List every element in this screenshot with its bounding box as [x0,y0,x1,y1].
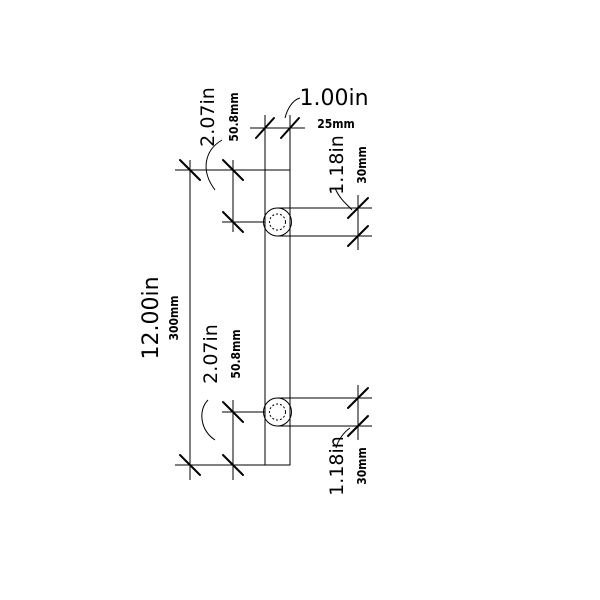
overall-length-dimension: 12.00in 300mm [139,159,265,480]
top-post-diameter-dimension: 1.18in 30mm [278,135,372,250]
width-imperial-label: 1.00in [299,86,368,111]
overall-length-metric-label: 300mm [167,295,181,340]
bottom-post-diameter-dimension: 1.18in 30mm [278,385,372,496]
bottom-post-diameter-metric-label: 30mm [355,447,369,485]
top-mounting-post [263,207,292,237]
overall-length-imperial-label: 12.00in [139,276,164,359]
bottom-mounting-post [263,397,292,427]
top-offset-imperial-label: 2.07in [197,87,219,147]
top-post-diameter-metric-label: 30mm [355,146,369,184]
bottom-post-diameter-imperial-label: 1.18in [326,436,348,496]
bottom-offset-dimension: 2.07in 50.8mm [200,324,265,480]
top-post-diameter-imperial-label: 1.18in [326,135,348,195]
width-metric-label: 25mm [317,117,355,131]
top-offset-dimension: 2.07in 50.8mm [197,87,265,233]
bottom-offset-metric-label: 50.8mm [229,329,243,378]
top-offset-metric-label: 50.8mm [227,92,241,141]
handle-bar [264,169,291,466]
bottom-offset-imperial-label: 2.07in [200,324,222,384]
width-dimension: 1.00in 25mm [250,86,369,170]
